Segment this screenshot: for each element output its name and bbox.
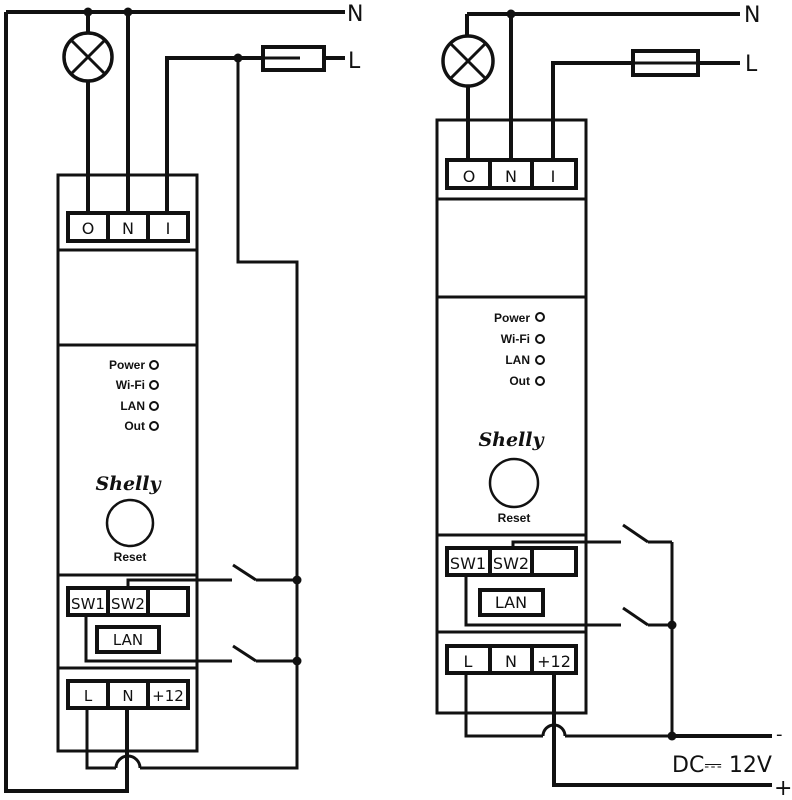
lamp-icon <box>62 31 114 83</box>
terminal-I: I <box>166 219 171 238</box>
neutral-label-right: N <box>744 3 760 28</box>
terminal-N: N <box>505 167 517 186</box>
lan-port-label: LAN <box>495 593 527 612</box>
terminal-SW1: SW1 <box>71 595 105 613</box>
terminal-block-bottom-left <box>66 679 190 710</box>
terminal-O: O <box>82 219 95 238</box>
led-label-power: Power <box>494 311 530 325</box>
terminal-plus12: +12 <box>537 652 571 671</box>
reset-button[interactable] <box>105 498 155 548</box>
lamp-icon <box>441 34 495 88</box>
terminal-N-power: N <box>505 652 517 671</box>
reset-label: Reset <box>114 550 147 564</box>
neutral-return-wire-left <box>4 12 129 793</box>
shelly-device-left: O N I Power Wi-Fi LAN Out Shelly Reset S… <box>56 173 199 753</box>
terminal-SW2: SW2 <box>111 595 145 613</box>
terminal-L: L <box>464 652 473 671</box>
dc-plus-label: + <box>774 776 792 800</box>
switch-1-icon <box>622 523 672 544</box>
led-out-icon <box>535 376 545 386</box>
shelly-logo: Shelly <box>95 473 162 495</box>
reset-label: Reset <box>498 511 531 525</box>
led-label-wifi: Wi-Fi <box>501 332 530 346</box>
dc-minus-label: - <box>776 724 783 745</box>
shelly-device-right: O N I Power Wi-Fi LAN Out Shelly Reset S… <box>435 118 588 715</box>
led-label-lan: LAN <box>505 353 530 367</box>
terminal-L: L <box>84 687 93 705</box>
led-label-out: Out <box>509 374 530 388</box>
neutral-label-left: N <box>347 2 363 27</box>
terminal-I: I <box>551 167 556 186</box>
led-wifi-icon <box>149 380 159 390</box>
terminal-O: O <box>463 167 476 186</box>
left-diagram: N L <box>4 2 363 793</box>
fuse-icon <box>261 45 326 72</box>
terminal-N: N <box>122 219 134 238</box>
lan-port <box>95 625 161 654</box>
led-label-lan: LAN <box>120 399 145 413</box>
switch-1-icon <box>232 563 297 582</box>
led-power-icon <box>149 360 159 370</box>
lan-port-label: LAN <box>113 631 143 649</box>
junction-dot <box>667 620 677 630</box>
led-power-icon <box>535 312 545 322</box>
switch-terminal-block-right <box>445 546 578 577</box>
terminal-block-top-right <box>445 158 578 190</box>
led-out-icon <box>149 421 159 431</box>
reset-button[interactable] <box>488 457 540 509</box>
switch-2-icon <box>622 606 672 627</box>
fuse-icon <box>631 49 700 77</box>
terminal-N-power: N <box>122 687 133 705</box>
terminal-plus12: +12 <box>152 687 184 705</box>
right-diagram: N L O N I <box>435 3 792 800</box>
switch-2-icon <box>232 644 297 663</box>
led-label-out: Out <box>124 419 145 433</box>
line-label-left: L <box>348 49 361 74</box>
terminal-SW2: SW2 <box>493 554 529 573</box>
led-lan-icon <box>535 355 545 365</box>
lan-port <box>478 588 545 617</box>
terminal-block-bottom-right <box>445 644 578 675</box>
led-wifi-icon <box>535 334 545 344</box>
terminal-block-top-left <box>66 211 190 243</box>
terminal-SW1: SW1 <box>450 554 486 573</box>
led-label-wifi: Wi-Fi <box>116 378 145 392</box>
dc-supply-label: DC⎓ 12V <box>672 753 772 778</box>
led-lan-icon <box>149 401 159 411</box>
led-label-power: Power <box>109 358 145 372</box>
shelly-logo: Shelly <box>478 429 545 451</box>
line-label-right: L <box>745 52 758 77</box>
junction-dot <box>292 575 302 585</box>
